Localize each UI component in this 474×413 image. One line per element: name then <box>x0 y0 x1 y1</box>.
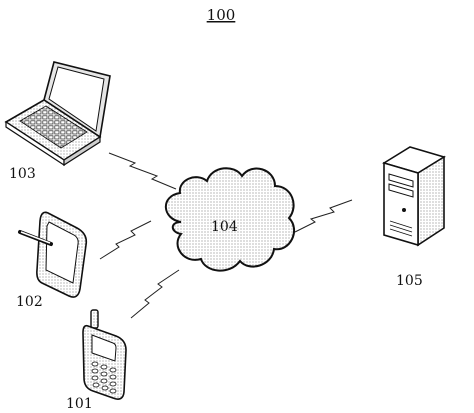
server-front <box>383 161 419 247</box>
tablet-label: 102 <box>16 294 43 310</box>
phone-screen <box>91 334 117 362</box>
laptop-base-side <box>63 135 101 167</box>
link-tablet-cloud <box>99 220 152 260</box>
cloud-icon <box>164 167 295 272</box>
network-label: 104 <box>211 219 238 235</box>
phone-antenna <box>90 309 99 329</box>
server-label: 105 <box>396 273 423 289</box>
phone-keypad <box>91 361 117 394</box>
cloud-shape <box>164 167 295 272</box>
link-phone-cloud <box>130 269 180 319</box>
figure-number: 100 <box>207 6 236 24</box>
server-icon <box>382 146 446 247</box>
server-side <box>417 155 445 247</box>
link-laptop-cloud <box>108 152 177 190</box>
laptop-label: 103 <box>9 166 36 182</box>
laptop-screen <box>48 66 105 132</box>
mobile-phone-icon <box>82 309 127 400</box>
tablet-screen <box>45 221 79 284</box>
tablet-icon <box>18 211 88 298</box>
link-cloud-server <box>294 199 353 233</box>
laptop-icon <box>4 61 111 167</box>
wireless-links <box>99 152 353 319</box>
phone-label: 101 <box>66 396 93 412</box>
